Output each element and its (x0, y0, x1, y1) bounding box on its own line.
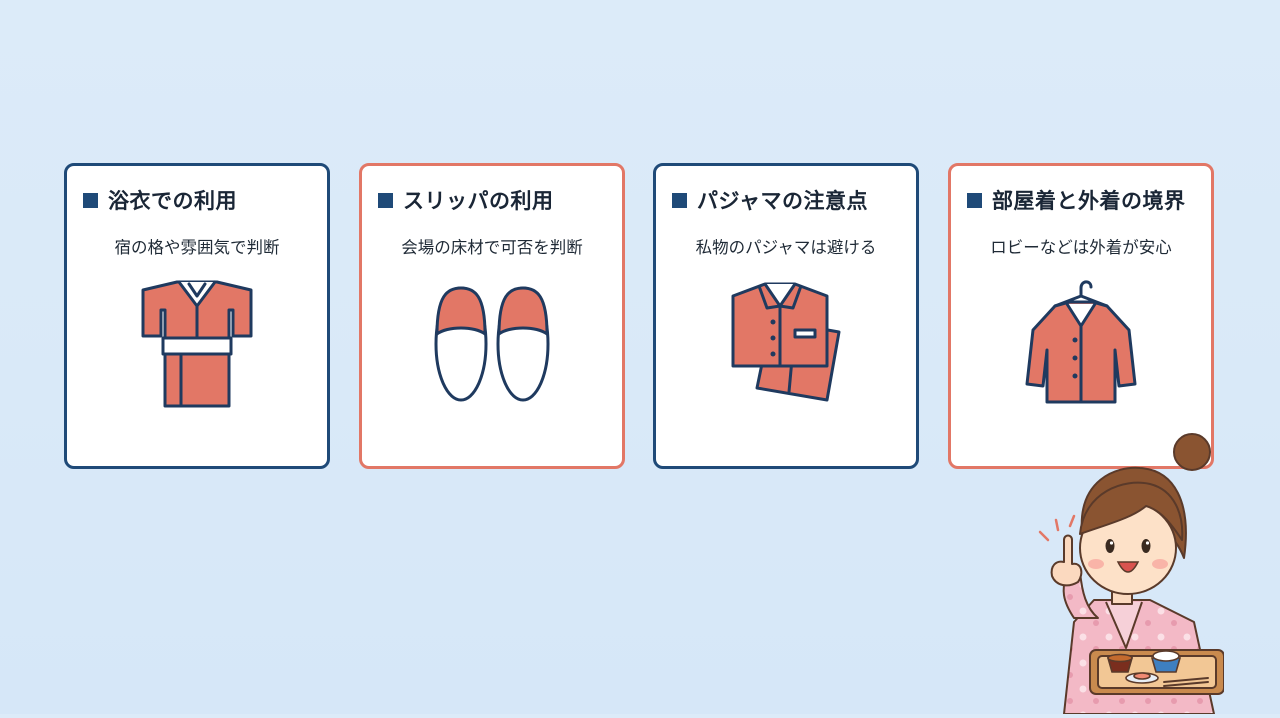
card-title-text: パジャマの注意点 (697, 189, 868, 213)
card-title: パジャマの注意点 (672, 185, 908, 215)
card-title: 浴衣での利用 (83, 185, 319, 215)
card-subtitle: 宿の格や雰囲気で判断 (114, 238, 280, 257)
bullet-square-icon (83, 192, 98, 208)
card-title: スリッパの利用 (378, 185, 614, 215)
card-yukata: 浴衣での利用 宿の格や雰囲気で判断 (64, 163, 330, 469)
card-subtitle: 会場の床材で可否を判断 (401, 238, 583, 257)
bullet-square-icon (378, 192, 393, 208)
slippers-icon (430, 274, 554, 408)
card-pajamas: パジャマの注意点 私物のパジャマは避ける (653, 163, 919, 469)
card-title: 部屋着と外着の境界 (967, 185, 1203, 215)
card-title-text: 部屋着と外着の境界 (992, 189, 1186, 213)
bullet-square-icon (967, 192, 982, 208)
woman-in-yukata-illustration (1024, 422, 1225, 718)
card-subtitle: 私物のパジャマは避ける (695, 238, 877, 257)
bullet-square-icon (672, 192, 687, 208)
pajamas-icon (723, 274, 849, 408)
shirt-on-hanger-icon (1019, 274, 1143, 412)
card-title-text: 浴衣での利用 (108, 189, 237, 213)
card-title-text: スリッパの利用 (403, 189, 554, 213)
card-room-wear-boundary: 部屋着と外着の境界 ロビーなどは外着が安心 (948, 163, 1214, 469)
card-slippers: スリッパの利用 会場の床材で可否を判断 (359, 163, 625, 469)
yukata-icon (137, 274, 257, 418)
card-subtitle: ロビーなどは外着が安心 (990, 238, 1172, 257)
